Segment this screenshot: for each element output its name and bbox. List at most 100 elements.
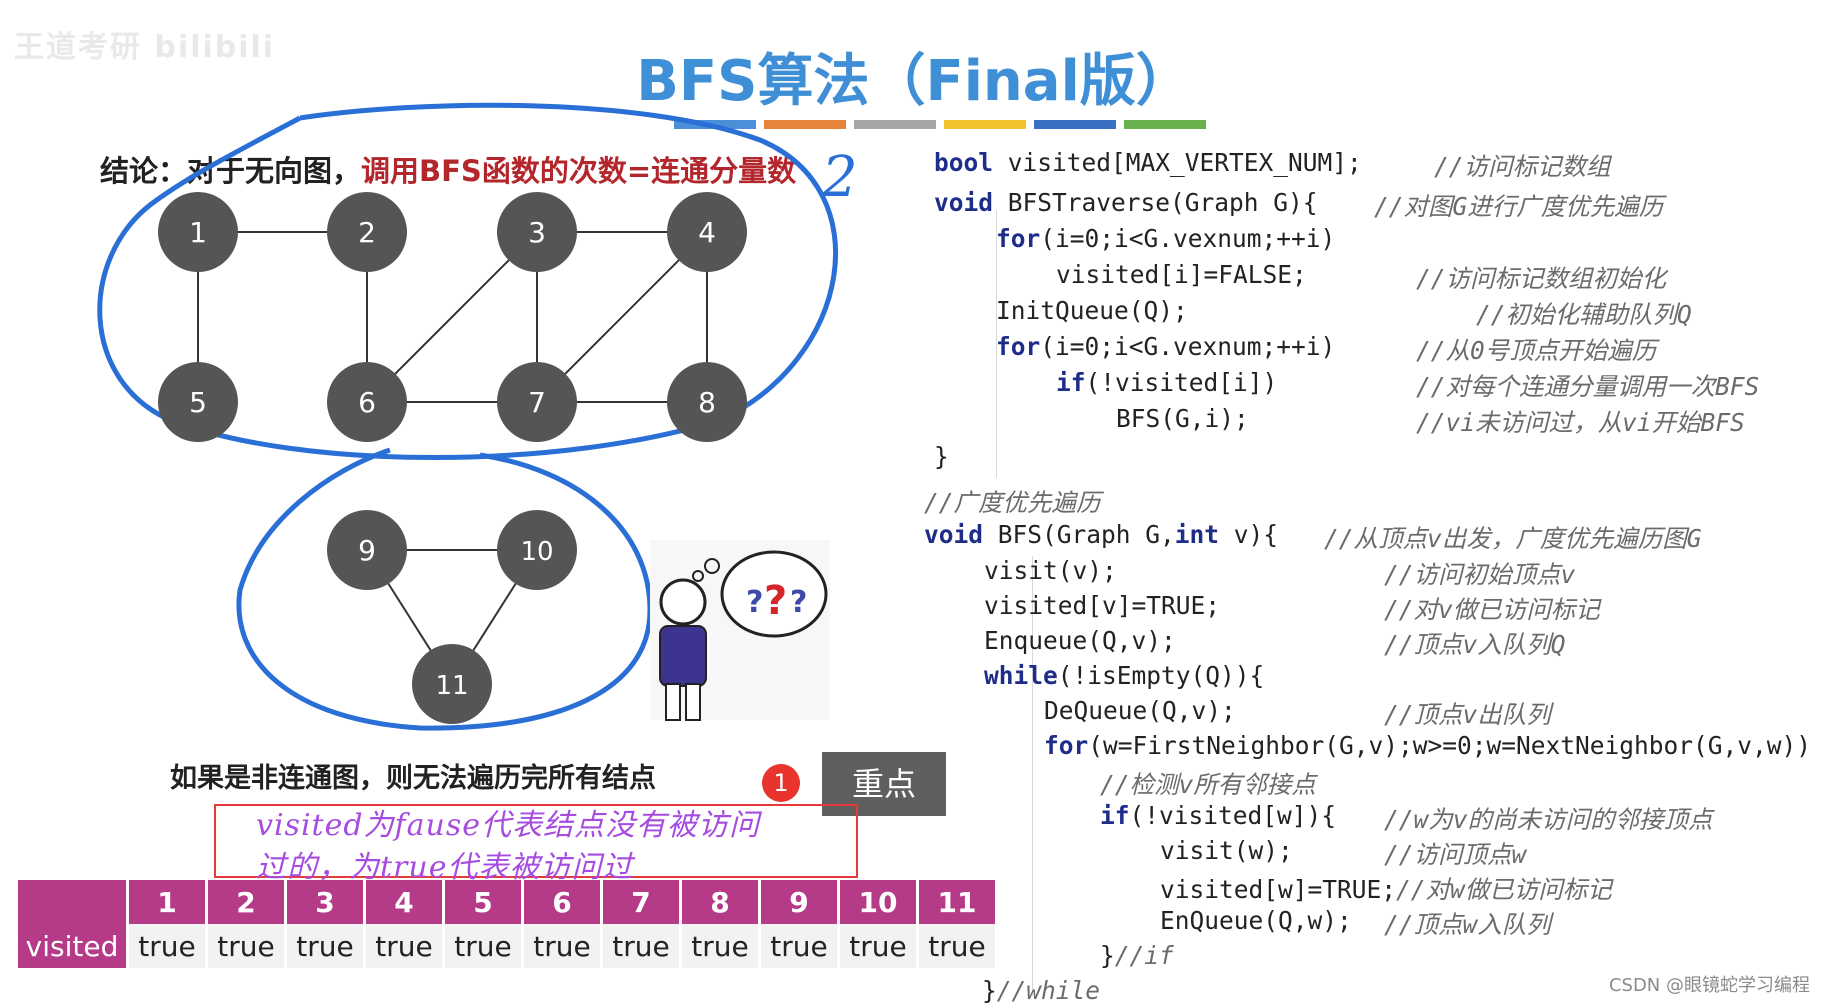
value-cell: true [443,924,524,968]
node-label: 3 [528,216,546,249]
conclusion-emphasis: 调用BFS函数的次数=连通分量数 [361,154,797,188]
keypoint-badge: 1 [762,764,800,802]
index-cell: 5 [443,880,524,924]
code-line-8: BFS(G,i);//vi未访问过，从vi开始BFS [1116,404,1745,437]
graph-node-6: 6 [327,362,407,442]
handwritten-note-box [214,804,858,878]
code-line-4: visited[i]=FALSE;//访问标记数组初始化 [1056,260,1666,293]
node-label: 6 [358,386,376,419]
color-bar-segment [944,120,1026,129]
node-label: 5 [189,386,207,419]
index-cell: 10 [838,880,919,924]
code-indent-guide [996,210,997,478]
value-cell: true [522,924,603,968]
index-cell: 9 [759,880,840,924]
code-line-12: visit(v);//访问初始顶点v [984,556,1576,589]
code-line-15: while(!isEmpty(Q)){ [984,661,1265,690]
code-line-13: visited[v]=TRUE;//对v做已访问标记 [984,591,1600,624]
code-line-6: for(i=0;i<G.vexnum;++i)//从0号顶点开始遍历 [996,332,1657,365]
graph-node-2: 2 [327,192,407,272]
code-line-1: bool visited[MAX_VERTEX_NUM];//访问标记数组 [934,148,1611,181]
value-cell: true [601,924,682,968]
code-indent-guide [1032,556,1033,996]
index-cell: 3 [285,880,366,924]
index-cell: 11 [917,880,998,924]
node-label: 8 [698,386,716,419]
handwritten-note-line-1: visited为fause代表结点没有被访问 [256,808,761,843]
index-cell: 4 [364,880,445,924]
handwritten-count: 2 [821,145,858,210]
code-line-20: visit(w);//访问顶点w [1160,836,1527,869]
value-cell: true [285,924,366,968]
code-line-10: //广度优先遍历 [924,488,1101,517]
code-line-11: void BFS(Graph G,int v){//从顶点v出发，广度优先遍历图… [924,520,1702,553]
code-line-5: InitQueue(Q);//初始化辅助队列Q [996,296,1692,329]
handwritten-note-line-2: 过的，为true代表被访问过 [256,850,634,885]
node-label: 4 [698,216,716,249]
code-line-2: void BFSTraverse(Graph G){//对图G进行广度优先遍历 [934,188,1664,221]
graph-node-1: 1 [158,192,238,272]
value-cell: true [759,924,840,968]
value-cell: true [127,924,208,968]
value-cell: true [364,924,445,968]
code-line-18: //检测v所有邻接点 [1100,770,1316,799]
index-cell: 7 [601,880,682,924]
code-line-9: } [934,442,949,471]
value-cell: true [680,924,761,968]
value-cell: true [917,924,998,968]
graph-node-3: 3 [497,192,577,272]
conclusion-prefix: 结论：对于无向图， [100,154,362,188]
node-label: 2 [358,216,376,249]
color-bar-segment [1124,120,1206,129]
thinking-person-illustration: ? ? ? [650,540,830,721]
node-label: 9 [358,534,376,567]
node-label: 1 [189,216,207,249]
visited-table: 1 2 3 4 5 6 7 8 9 10 11 visited true tru… [18,880,998,968]
value-cell: true [206,924,287,968]
graph-node-5: 5 [158,362,238,442]
edge [536,231,708,403]
handwritten-circle-component-2 [236,447,653,731]
graph-node-4: 4 [667,192,747,272]
graph-node-7: 7 [497,362,577,442]
node-label: 7 [528,386,546,419]
code-line-14: Enqueue(Q,v);//顶点v入队列Q [984,626,1566,659]
code-line-3: for(i=0;i<G.vexnum;++i) [996,224,1336,253]
node-label: 10 [520,537,553,567]
index-cell: 6 [522,880,603,924]
visited-table-header: 1 2 3 4 5 6 7 8 9 10 11 [18,880,998,924]
color-bar-segment [764,120,846,129]
svg-text:?: ? [764,578,787,624]
disconnected-note: 如果是非连通图，则无法遍历完所有结点 [170,763,656,794]
handwritten-circle-component-1 [97,102,838,460]
watermark: 王道考研 bilibili [14,30,276,65]
color-bar-segment [1034,120,1116,129]
code-line-24: }//while [982,976,1101,1005]
footer-credit: CSDN @眼镜蛇学习编程 [1608,975,1810,996]
index-cell: 1 [127,880,208,924]
graph-diagram: 2 1 2 3 4 5 6 7 8 9 10 11 ? ? ? [97,102,858,731]
graph-node-11: 11 [412,644,492,724]
svg-text:?: ? [790,585,807,620]
code-line-7: if(!visited[i])//对每个连通分量调用一次BFS [1056,368,1760,401]
code-line-23: }//if [1100,941,1174,970]
svg-text:?: ? [746,585,763,620]
node-label: 11 [435,671,468,701]
code-line-19: if(!visited[w]){//w为v的尚未访问的邻接顶点 [1100,801,1713,834]
visited-table-values: visited true true true true true true tr… [18,924,998,968]
header-blank [18,880,129,924]
index-cell: 2 [206,880,287,924]
code-line-21: visited[w]=TRUE;//对w做已访问标记 [1160,875,1612,904]
color-bar-segment [854,120,936,129]
code-line-16: DeQueue(Q,v);//顶点v出队列 [1044,696,1551,729]
code-line-17: for(w=FirstNeighbor(G,v);w>=0;w=NextNeig… [1044,731,1812,760]
edge [366,231,538,403]
row-label: visited [18,924,129,968]
graph-node-10: 10 [497,510,577,590]
slide-title: BFS算法（Final版） [636,49,1192,114]
conclusion-text: 结论：对于无向图，调用BFS函数的次数=连通分量数 [100,148,796,190]
value-cell: true [838,924,919,968]
index-cell: 8 [680,880,761,924]
graph-node-8: 8 [667,362,747,442]
code-line-22: EnQueue(Q,w);//顶点w入队列 [1160,906,1551,939]
